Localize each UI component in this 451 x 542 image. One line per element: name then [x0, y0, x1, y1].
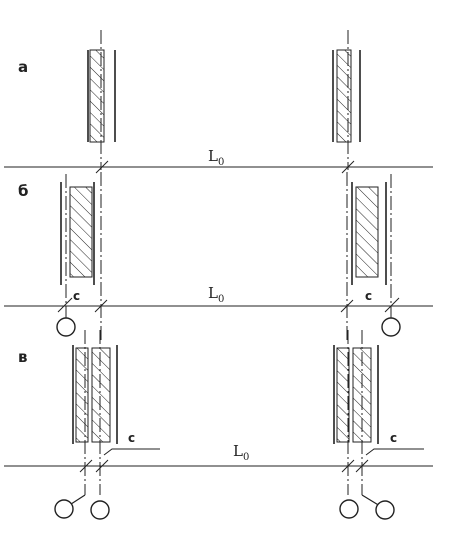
- panel-b-right-reel-icon: [381, 317, 401, 337]
- panel-b-right-clearance-label: с: [365, 289, 372, 303]
- panel-v-left-reel-icon-1: [54, 499, 74, 519]
- panel-v-right-reel-icon-2: [375, 500, 395, 520]
- panel-v-right-pipe: с: [333, 330, 424, 520]
- panel-v-left-reel-icon-2: [90, 500, 110, 520]
- panel-v-left-pipe: с: [54, 330, 160, 520]
- panel-b: б с с L0: [4, 172, 433, 340]
- panel-b-right-pipe: с: [340, 172, 401, 340]
- panel-b-left-clearance-label: с: [73, 289, 80, 303]
- panel-a-dimension-label: L0: [208, 147, 224, 168]
- panel-v-left-clearance-label: с: [128, 431, 135, 445]
- panel-b-left-pipe: с: [56, 172, 108, 340]
- panel-b-dimension-label: L0: [208, 284, 224, 305]
- panel-a-right-pipe: [332, 30, 361, 174]
- panel-v-dimension-label: L0: [233, 442, 249, 463]
- panel-a-label: а: [18, 58, 28, 76]
- panel-v: в с: [4, 330, 433, 520]
- panel-b-label: б: [18, 182, 28, 200]
- panel-v-right-reel-icon-1: [339, 499, 359, 519]
- panel-v-label: в: [18, 348, 28, 366]
- panel-v-right-clearance-label: с: [390, 431, 397, 445]
- panel-b-left-reel-icon: [56, 317, 76, 337]
- panel-a: а L0: [4, 30, 433, 174]
- panel-a-left-pipe: [87, 30, 116, 174]
